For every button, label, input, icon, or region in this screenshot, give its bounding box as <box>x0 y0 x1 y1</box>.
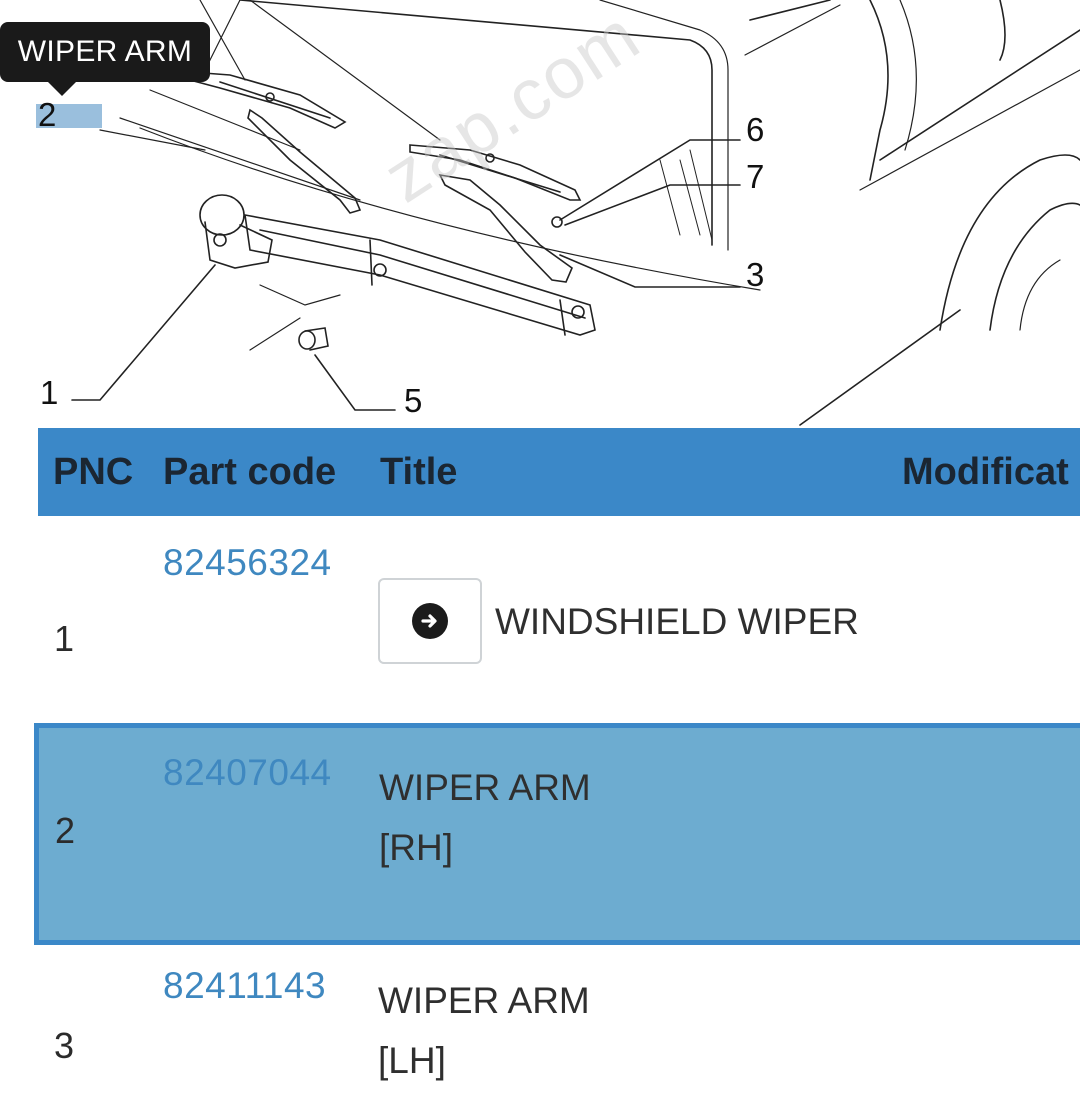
callout-2-highlight[interactable] <box>36 104 102 128</box>
row-pnc: 3 <box>54 1025 75 1066</box>
row-subtitle: [LH] <box>378 1040 446 1081</box>
part-tooltip: WIPER ARM <box>0 22 210 96</box>
table-row[interactable]: 3 82411143 WIPER ARM [LH] <box>38 945 1080 1105</box>
row-pnc: 2 <box>55 810 76 851</box>
callout-5[interactable]: 5 <box>404 382 423 419</box>
row-subtitle: [RH] <box>379 827 453 868</box>
wiper-assembly-drawing <box>71 0 1080 426</box>
callout-3[interactable]: 3 <box>746 256 765 293</box>
callout-2[interactable]: 2 <box>38 96 57 133</box>
callout-1[interactable]: 1 <box>40 374 59 411</box>
part-code-link[interactable]: 82407044 <box>163 752 332 793</box>
callout-7[interactable]: 7 <box>746 158 765 195</box>
table-row[interactable]: 1 82456324 WINDSHIELD WIPER <box>38 516 1080 723</box>
header-part-code[interactable]: Part code <box>163 451 337 493</box>
row-pnc: 1 <box>54 618 75 659</box>
part-code-link[interactable]: 82456324 <box>163 542 332 583</box>
table-row-selected[interactable]: 2 82407044 WIPER ARM [RH] <box>34 723 1080 945</box>
header-modification[interactable]: Modificat <box>902 451 1069 493</box>
row-title: WIPER ARM <box>379 767 591 808</box>
table-header: PNC Part code Title Modificat <box>38 428 1080 516</box>
open-subassembly-button[interactable] <box>378 578 482 664</box>
row-title: WIPER ARM <box>378 980 590 1021</box>
arrow-right-circle-icon <box>412 603 448 639</box>
parts-table: PNC Part code Title Modificat 1 82456324… <box>34 428 1080 1105</box>
header-title[interactable]: Title <box>380 451 458 493</box>
callout-6[interactable]: 6 <box>746 111 765 148</box>
row-title: WINDSHIELD WIPER <box>495 601 859 642</box>
parts-diagram: zap.com 1 2 3 5 6 7 WIPER ARM <box>0 0 1080 430</box>
header-pnc[interactable]: PNC <box>53 451 134 493</box>
part-code-link[interactable]: 82411143 <box>163 965 327 1006</box>
